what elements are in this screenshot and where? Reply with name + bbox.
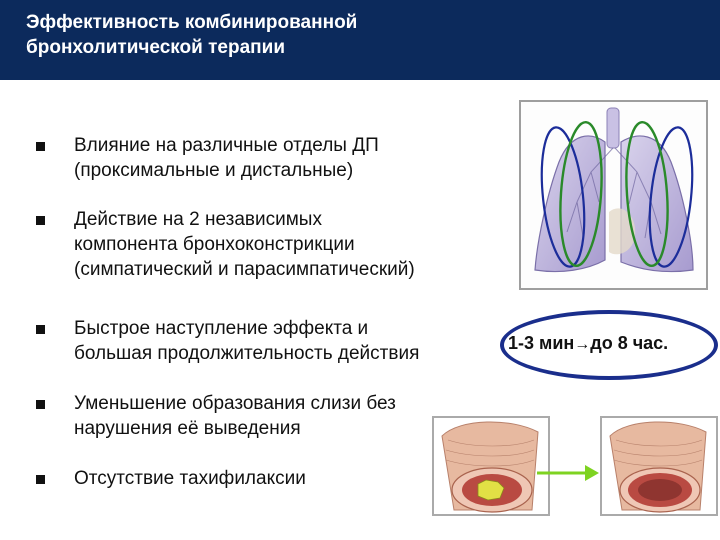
bullet-line: (проксимальные и дистальные) <box>74 160 354 181</box>
bullet-text: Действие на 2 независимых компонента бро… <box>74 207 534 282</box>
onset-duration-oval <box>500 310 718 380</box>
bullet-line: компонента бронхоконстрикции <box>74 234 355 255</box>
bullet-line: (симпатический и парасимпатический) <box>74 259 415 280</box>
bullet-text: Влияние на различные отделы ДП (проксима… <box>74 133 534 183</box>
dilated-airway-icon <box>609 421 707 513</box>
bullet-text: Уменьшение образования слизи без нарушен… <box>74 391 534 441</box>
bullet-line: Быстрое наступление эффекта и <box>74 318 369 339</box>
bullet-square-icon <box>36 325 45 334</box>
bullet-line: большая продолжительность действия <box>74 343 420 364</box>
slide-title-line-2: бронхолитической терапии <box>26 37 286 58</box>
bullet-line: нарушения её выведения <box>74 418 301 439</box>
onset-duration-label: 1-3 мин→до 8 час. <box>508 333 720 354</box>
onset-start: 1-3 мин <box>508 333 575 353</box>
constricted-airway-icon <box>441 421 539 513</box>
onset-end: до 8 час. <box>590 333 669 353</box>
green-arrow-icon <box>537 465 599 481</box>
slide-title: Эффективность комбинированной бронхолити… <box>26 10 496 60</box>
airway-before-image <box>432 416 550 516</box>
bullet-square-icon <box>36 400 45 409</box>
bullet-line: Действие на 2 независимых <box>74 209 322 230</box>
bullet-text: Отсутствие тахифилаксии <box>74 466 534 491</box>
lungs-icon <box>534 107 694 273</box>
bullet-line: Уменьшение образования слизи без <box>74 393 396 414</box>
title-bar: Эффективность комбинированной бронхолити… <box>0 0 720 80</box>
slide-title-line-1: Эффективность комбинированной <box>26 12 358 33</box>
bullet-line: Влияние на различные отделы ДП <box>74 135 379 156</box>
lungs-illustration <box>519 100 708 290</box>
bullet-text: Быстрое наступление эффекта и большая пр… <box>74 316 534 366</box>
right-arrow-icon: → <box>574 336 591 353</box>
bullet-square-icon <box>36 216 45 225</box>
bullet-line: Отсутствие тахифилаксии <box>74 468 306 489</box>
bullet-square-icon <box>36 475 45 484</box>
bullet-square-icon <box>36 142 45 151</box>
airway-after-image <box>600 416 718 516</box>
